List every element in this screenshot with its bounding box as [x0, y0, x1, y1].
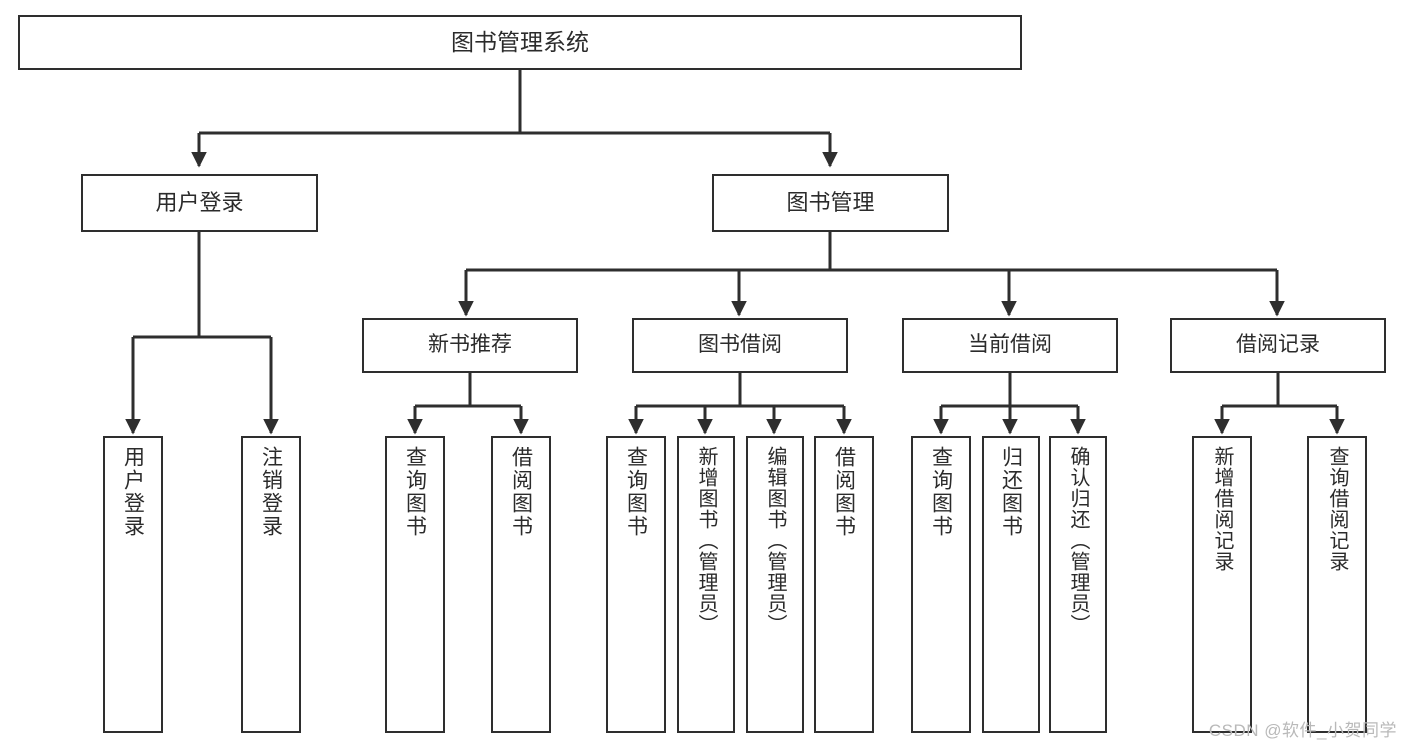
node-label: 注销登录: [259, 446, 283, 538]
node-leaf-borrow-book[interactable]: 借阅图书: [814, 436, 874, 733]
node-label: 确认归还（管理员）: [1067, 446, 1089, 635]
node-label: 图书借阅: [698, 333, 782, 357]
node-user-login[interactable]: 用户登录: [81, 174, 318, 232]
node-root-book-management-system[interactable]: 图书管理系统: [18, 15, 1022, 70]
node-leaf-return-book[interactable]: 归还图书: [982, 436, 1040, 733]
node-book-management[interactable]: 图书管理: [712, 174, 949, 232]
node-leaf-user-login[interactable]: 用户登录: [103, 436, 163, 733]
node-label: 查询图书: [929, 446, 953, 538]
node-label: 归还图书: [999, 446, 1023, 538]
node-leaf-confirm-return[interactable]: 确认归还（管理员）: [1049, 436, 1107, 733]
node-label: 用户登录: [121, 446, 145, 538]
node-leaf-query-book-borrow[interactable]: 查询图书: [606, 436, 666, 733]
node-label: 借阅记录: [1236, 333, 1320, 357]
node-leaf-add-borrow-record[interactable]: 新增借阅记录: [1192, 436, 1252, 733]
node-label: 借阅图书: [832, 446, 856, 538]
node-leaf-query-borrow-record[interactable]: 查询借阅记录: [1307, 436, 1367, 733]
node-borrow-record[interactable]: 借阅记录: [1170, 318, 1386, 373]
node-current-borrow[interactable]: 当前借阅: [902, 318, 1118, 373]
node-label: 图书管理系统: [451, 28, 589, 55]
node-label: 图书管理: [786, 190, 875, 216]
node-leaf-add-book[interactable]: 新增图书（管理员）: [677, 436, 735, 733]
node-new-book-recommend[interactable]: 新书推荐: [362, 318, 578, 373]
node-label: 借阅图书: [509, 446, 533, 538]
node-book-borrow[interactable]: 图书借阅: [632, 318, 848, 373]
node-label: 查询借阅记录: [1326, 446, 1348, 572]
node-label: 查询图书: [624, 446, 648, 538]
node-leaf-query-book-current[interactable]: 查询图书: [911, 436, 971, 733]
node-leaf-edit-book[interactable]: 编辑图书（管理员）: [746, 436, 804, 733]
csdn-watermark: CSDN @软件_小贺同学: [1208, 721, 1397, 740]
node-leaf-query-book-recommend[interactable]: 查询图书: [385, 436, 445, 733]
node-label: 编辑图书（管理员）: [764, 446, 786, 635]
node-label: 新书推荐: [428, 333, 512, 357]
node-leaf-logout[interactable]: 注销登录: [241, 436, 301, 733]
node-label: 查询图书: [403, 446, 427, 538]
node-label: 新增图书（管理员）: [695, 446, 717, 635]
node-label: 当前借阅: [968, 333, 1052, 357]
node-label: 新增借阅记录: [1211, 446, 1233, 572]
node-leaf-borrow-book-recommend[interactable]: 借阅图书: [491, 436, 551, 733]
node-label: 用户登录: [155, 190, 244, 216]
